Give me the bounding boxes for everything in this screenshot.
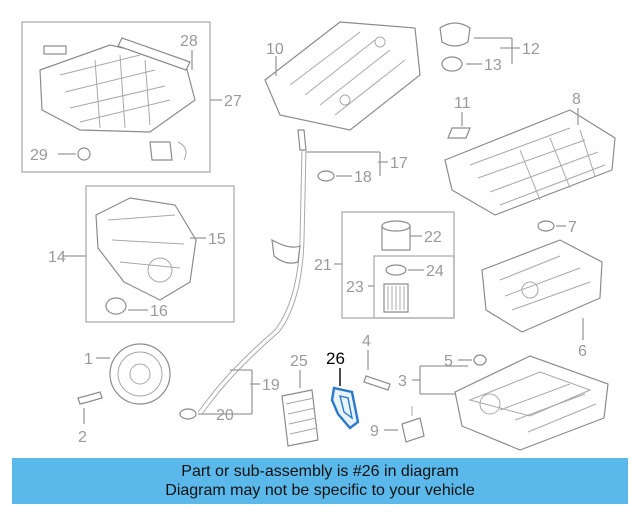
- callout-25[interactable]: 25: [290, 353, 308, 370]
- valve-cover-part: [264, 21, 421, 131]
- callout-23[interactable]: 23: [346, 279, 364, 296]
- callout-1[interactable]: 1: [84, 351, 93, 368]
- callout-20[interactable]: 20: [216, 407, 234, 424]
- callout-26[interactable]: 26: [326, 349, 345, 368]
- oil-cooler-group: 25: [281, 353, 319, 447]
- manifold-bracket-part: [43, 45, 67, 55]
- dipstick-group: 18 17 20 19: [179, 129, 408, 424]
- manifold-sensor-part: [149, 141, 173, 161]
- part-26-gasket[interactable]: [330, 386, 360, 430]
- dipstick-tube-seal-part-20: [179, 408, 197, 420]
- dipstick-handle-part: [297, 129, 307, 151]
- callout-8[interactable]: 8: [572, 91, 581, 108]
- pulley-bolt-part: [77, 391, 103, 405]
- seal-part-4: [363, 375, 391, 391]
- oil-cooler-part: [281, 389, 319, 447]
- callout-10[interactable]: 10: [266, 41, 284, 58]
- crank-pulley-part: [109, 343, 171, 405]
- highlighted-part-group: 26: [326, 349, 360, 430]
- callout-15[interactable]: 15: [208, 231, 226, 248]
- gasket-part-11: [447, 127, 471, 139]
- timing-cover-group: 14 15 16: [48, 185, 235, 323]
- timing-cover-part: [95, 197, 197, 301]
- info-banner: Part or sub-assembly is #26 in diagram D…: [12, 458, 628, 504]
- callout-5[interactable]: 5: [444, 353, 453, 370]
- callout-21[interactable]: 21: [314, 257, 332, 274]
- drain-plug-part-7: [537, 220, 555, 232]
- callout-28[interactable]: 28: [180, 33, 198, 50]
- intake-manifold-box: [21, 21, 211, 173]
- oil-pan-baffle-part: [481, 239, 603, 333]
- manifold-oring-part-29: [77, 147, 91, 161]
- banner-line-2: Diagram may not be specific to your vehi…: [165, 482, 475, 499]
- callout-29[interactable]: 29: [30, 147, 48, 164]
- callout-4[interactable]: 4: [362, 333, 371, 350]
- callout-14[interactable]: 14: [48, 249, 66, 266]
- callout-13[interactable]: 13: [484, 57, 502, 74]
- manifold-gasket-part-28: [117, 37, 191, 71]
- intake-manifold-group: 28 27 29: [21, 21, 242, 173]
- timing-cover-seal-part-16: [105, 297, 127, 315]
- dipstick-seal-part-18: [317, 170, 335, 182]
- callout-16[interactable]: 16: [150, 303, 168, 320]
- callout-24[interactable]: 24: [426, 263, 444, 280]
- callout-27[interactable]: 27: [224, 93, 242, 110]
- oil-filter-oring-part-24: [385, 264, 407, 276]
- callout-11[interactable]: 11: [454, 95, 471, 112]
- oil-filter-group: 22 24 21 23: [314, 211, 455, 319]
- callout-12[interactable]: 12: [522, 41, 540, 58]
- oil-pan-baffle-group: 7 6: [481, 219, 603, 360]
- cap-seal-part: [441, 56, 463, 72]
- timing-cover-box: [85, 185, 235, 323]
- callout-2[interactable]: 2: [78, 429, 87, 446]
- upper-oil-pan-part: [444, 109, 616, 216]
- pan-plug-part-5: [473, 354, 487, 366]
- seal-group: 4: [362, 333, 391, 391]
- dipstick-bracket-part: [271, 238, 301, 264]
- oil-pan-group: 3 5 9: [370, 353, 609, 451]
- valve-cover-group: 10 12 13: [264, 21, 540, 131]
- oil-pan-part: [454, 355, 609, 451]
- callout-7[interactable]: 7: [568, 219, 577, 236]
- callout-19[interactable]: 19: [262, 377, 280, 394]
- banner-line-1: Part or sub-assembly is #26 in diagram: [181, 463, 459, 480]
- crank-pulley-group: 1 2: [77, 343, 171, 446]
- callout-22[interactable]: 22: [424, 229, 442, 246]
- oil-filter-inner-box: [373, 255, 455, 319]
- callout-17[interactable]: 17: [390, 155, 408, 172]
- upper-oil-pan-group: 11 8: [444, 91, 616, 216]
- callout-3[interactable]: 3: [398, 373, 407, 390]
- callout-9[interactable]: 9: [370, 423, 379, 440]
- oil-level-sensor-part: [401, 417, 425, 443]
- callout-18[interactable]: 18: [354, 169, 372, 186]
- callout-6[interactable]: 6: [578, 343, 587, 360]
- oil-filler-cap-part: [439, 22, 471, 47]
